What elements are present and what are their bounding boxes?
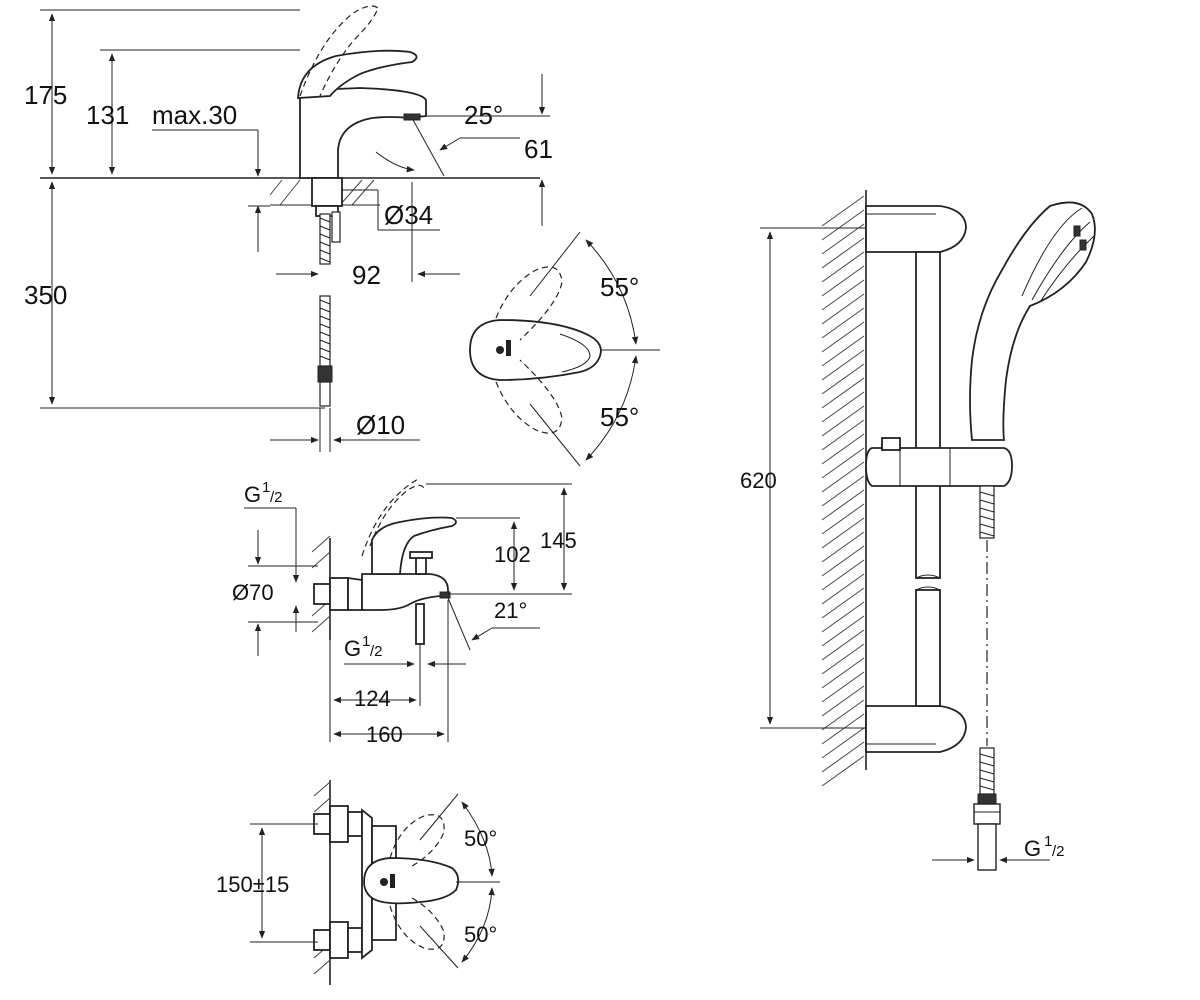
hand-shower[interactable] bbox=[969, 201, 1096, 441]
bath-handle-top[interactable] bbox=[363, 857, 460, 905]
basin-lever[interactable] bbox=[297, 49, 418, 99]
top-rotation-up: 50° bbox=[464, 826, 497, 851]
fixing-nut bbox=[311, 177, 343, 207]
dim-eccentric-centers: 150±15 bbox=[216, 872, 289, 897]
rail-top-bracket bbox=[865, 205, 967, 253]
dim-bath-spout-angle: 21° bbox=[494, 598, 527, 623]
flex-hose-lower bbox=[317, 295, 333, 407]
top-rotation-down: 50° bbox=[464, 922, 497, 947]
dim-hose-length: 350 bbox=[24, 280, 67, 310]
bath-inlet-thread-num: 1 bbox=[262, 479, 270, 496]
dim-spout-angle: 25° bbox=[464, 100, 503, 130]
hose-thread-num: 1 bbox=[1044, 833, 1052, 850]
dim-basin-total-height: 175 bbox=[24, 80, 67, 110]
dim-spout-reach: 92 bbox=[352, 260, 381, 290]
hose-thread-label: G bbox=[1024, 836, 1041, 861]
rail-bar-upper bbox=[915, 251, 941, 579]
rail-bottom-bracket bbox=[865, 705, 967, 753]
dim-bath-body-height: 102 bbox=[494, 542, 531, 567]
basin-mixer-body bbox=[299, 87, 427, 179]
bath-outlet-thread-den: /2 bbox=[370, 643, 383, 660]
bath-lever[interactable] bbox=[371, 516, 457, 575]
dim-rosette-diameter: Ø70 bbox=[232, 580, 274, 605]
bath-inlet-thread-den: /2 bbox=[270, 489, 283, 506]
dim-spout-height: 61 bbox=[524, 134, 553, 164]
rail-bar-lower bbox=[915, 589, 941, 707]
wall-hatch-rail bbox=[821, 195, 865, 787]
basin-lever-raised-outline bbox=[299, 5, 379, 97]
dim-hose-diameter: Ø10 bbox=[356, 410, 405, 440]
basin-handle-top-view: 55° 55° bbox=[469, 231, 660, 467]
bath-mixer-top-view: 50° 50° 150±15 bbox=[216, 780, 500, 985]
rotation-angle-up: 55° bbox=[600, 272, 639, 302]
dim-basin-body-height: 131 bbox=[86, 100, 129, 130]
bath-inlet-thread-label: G bbox=[244, 482, 261, 507]
dim-bath-total-height: 145 bbox=[540, 528, 577, 553]
bath-mixer-body bbox=[361, 573, 449, 611]
dim-base-diameter: Ø34 bbox=[384, 200, 433, 230]
dim-bath-spout-reach: 124 bbox=[354, 686, 391, 711]
bath-outlet-thread-num: 1 bbox=[362, 633, 370, 650]
shower-hose bbox=[973, 485, 1001, 871]
handle-rotated-down bbox=[495, 359, 563, 434]
shower-rail-set: G 1 /2 620 bbox=[740, 190, 1096, 871]
handle-rotated-up bbox=[495, 266, 563, 341]
aerator bbox=[403, 113, 421, 121]
basin-mixer-side-view: 175 131 max.30 350 25° 61 Ø34 92 bbox=[24, 5, 553, 452]
bath-outlet-thread-label: G bbox=[344, 636, 361, 661]
bath-mixer-side-view: G 1 /2 Ø70 102 145 21° G 1 /2 bbox=[232, 477, 577, 747]
rotation-angle-down: 55° bbox=[600, 402, 639, 432]
basin-handle-top[interactable] bbox=[469, 319, 602, 381]
hose-thread-den: /2 bbox=[1052, 843, 1065, 860]
rail-slider[interactable] bbox=[865, 447, 1013, 487]
dim-max-deck-thickness: max.30 bbox=[152, 100, 237, 130]
dim-bath-total-depth: 160 bbox=[366, 722, 403, 747]
wall-hatch-top bbox=[313, 781, 331, 975]
flex-hose-upper bbox=[319, 211, 341, 265]
dim-rail-length: 620 bbox=[740, 468, 777, 493]
